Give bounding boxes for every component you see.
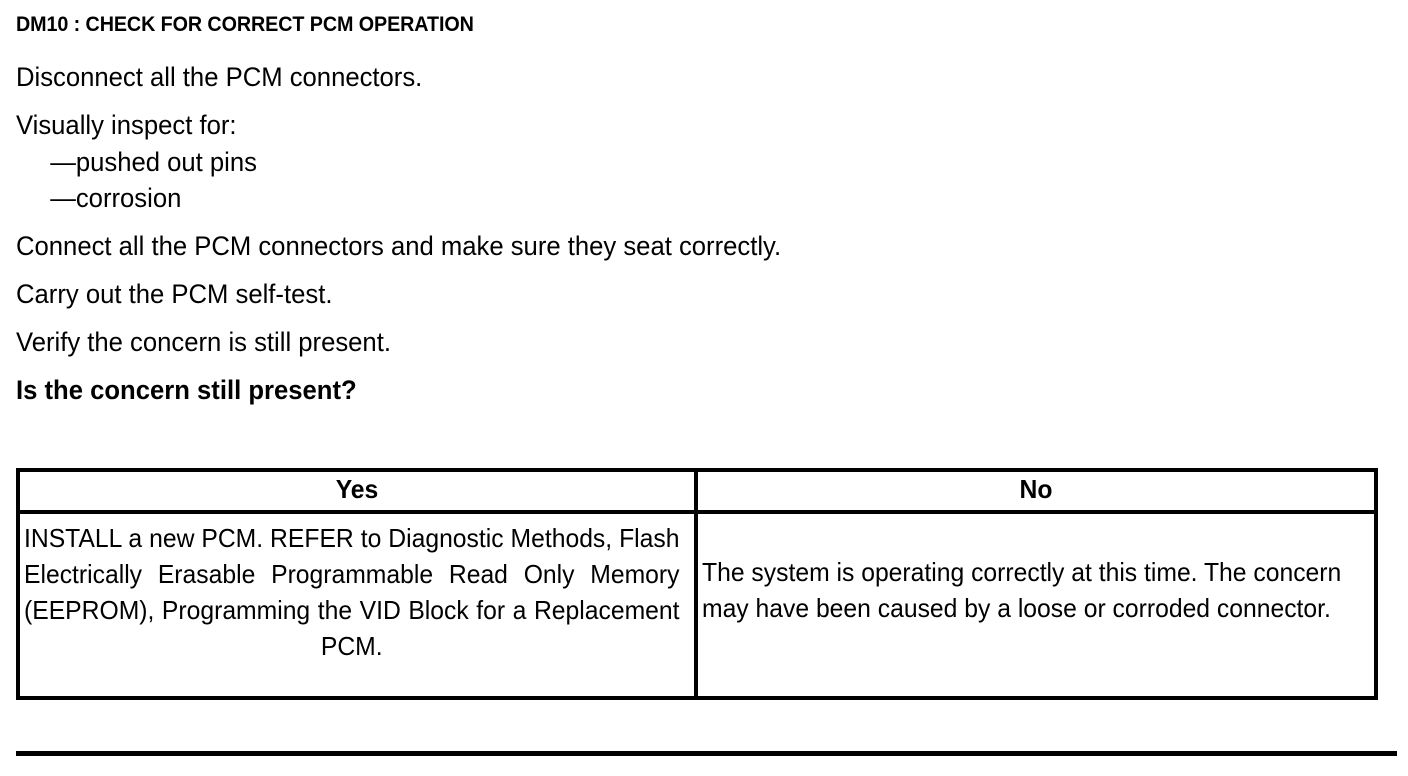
bottom-horizontal-rule xyxy=(16,751,1397,756)
decision-question: Is the concern still present? xyxy=(16,375,357,405)
decision-table-cell-no: The system is operating correctly at thi… xyxy=(698,514,1374,700)
decision-action-no: The system is operating correctly at thi… xyxy=(702,557,1342,623)
instruction-list: Disconnect all the PCM connectors. Visua… xyxy=(16,60,1386,421)
instruction-line-verify: Verify the concern is still present. xyxy=(16,327,391,357)
decision-table-header-yes: Yes xyxy=(20,472,698,510)
instruction-line-self-test: Carry out the PCM self-test. xyxy=(16,279,333,309)
instruction-bullet-corrosion: —corrosion xyxy=(50,183,182,213)
decision-table-body-row: INSTALL a new PCM. REFER to Diagnostic M… xyxy=(20,514,1374,700)
decision-action-yes: INSTALL a new PCM. REFER to Diagnostic M… xyxy=(24,523,680,661)
instruction-bullet-pushed-out-pins: —pushed out pins xyxy=(50,147,257,177)
header-label-no: No xyxy=(1019,474,1053,504)
decision-table-cell-yes: INSTALL a new PCM. REFER to Diagnostic M… xyxy=(20,514,698,700)
decision-table-header-row: Yes No xyxy=(20,472,1374,514)
instruction-line-visually-inspect: Visually inspect for: xyxy=(16,110,237,140)
header-label-yes: Yes xyxy=(335,474,379,504)
decision-table-header-no: No xyxy=(698,472,1374,510)
step-title: DM10 : CHECK FOR CORRECT PCM OPERATION xyxy=(16,13,474,36)
instruction-line-connect: Connect all the PCM connectors and make … xyxy=(16,231,782,261)
instruction-line-disconnect: Disconnect all the PCM connectors. xyxy=(16,62,423,92)
decision-table: Yes No INSTALL a new PCM. REFER to Diagn… xyxy=(16,468,1378,700)
